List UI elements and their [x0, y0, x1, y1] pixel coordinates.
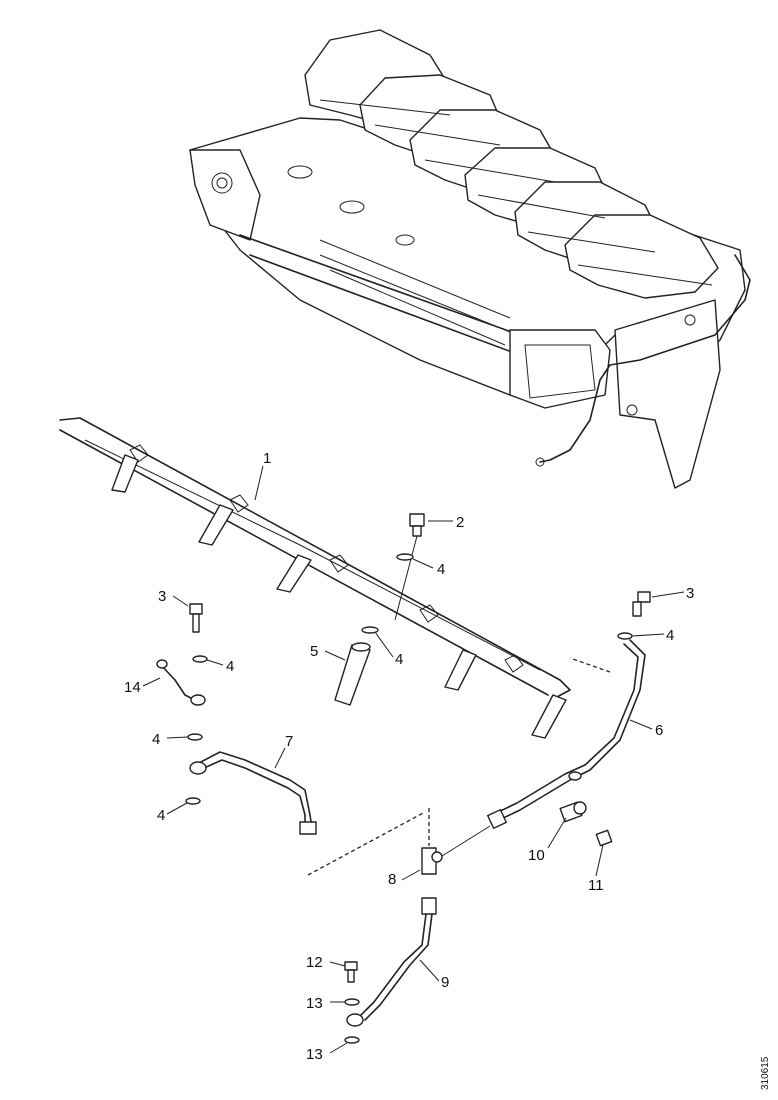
- cylinder-covers: [304, 29, 719, 299]
- pipe-6: [486, 639, 646, 830]
- callout-4-upper: 4: [437, 561, 445, 578]
- callout-4-middle: 4: [395, 651, 403, 668]
- callout-4-lower: 4: [152, 731, 160, 748]
- callout-4-bottom: 4: [157, 807, 165, 824]
- union-10-and-nut-11: [559, 801, 613, 847]
- callout-13-lower: 13: [306, 1046, 323, 1063]
- callout-3-right: 3: [686, 585, 694, 602]
- callout-12: 12: [306, 954, 323, 971]
- callout-13-upper: 13: [306, 995, 323, 1012]
- pipe-7: [189, 751, 317, 835]
- callout-10: 10: [528, 847, 545, 864]
- callout-6: 6: [655, 722, 663, 739]
- sleeve-5: [334, 642, 371, 706]
- callout-7: 7: [285, 733, 293, 750]
- callout-2: 2: [456, 514, 464, 531]
- figure-reference-number: 310615: [760, 1056, 771, 1090]
- banjo-bolt-2: [394, 513, 425, 621]
- callout-5-left: 5: [310, 643, 318, 660]
- callout-14: 14: [124, 679, 141, 696]
- callout-11: 11: [588, 877, 604, 894]
- sealing-washers: [185, 553, 633, 805]
- callout-4-left: 4: [226, 658, 234, 675]
- callout-8: 8: [388, 871, 396, 888]
- injector-nozzles: [111, 454, 567, 739]
- tee-fitting-8: [307, 808, 491, 876]
- callout-4-right: 4: [666, 627, 674, 644]
- engine-cylinder-head: [189, 29, 751, 489]
- callout-3-left: 3: [158, 588, 166, 605]
- bolts-3: [189, 591, 651, 633]
- pipe-14: [156, 659, 206, 706]
- pipe-9: [346, 897, 437, 1027]
- callout-1: 1: [263, 450, 271, 467]
- bolt-12-and-washers-13: [344, 961, 360, 1044]
- callout-labels: 1 2 3 3 4 4 4 4 4 4 5 5 6 7 8 9 10 11 12…: [124, 450, 694, 1063]
- callout-9: 9: [441, 974, 449, 991]
- injector-rail: [59, 417, 571, 739]
- leader-lines: [142, 465, 685, 1054]
